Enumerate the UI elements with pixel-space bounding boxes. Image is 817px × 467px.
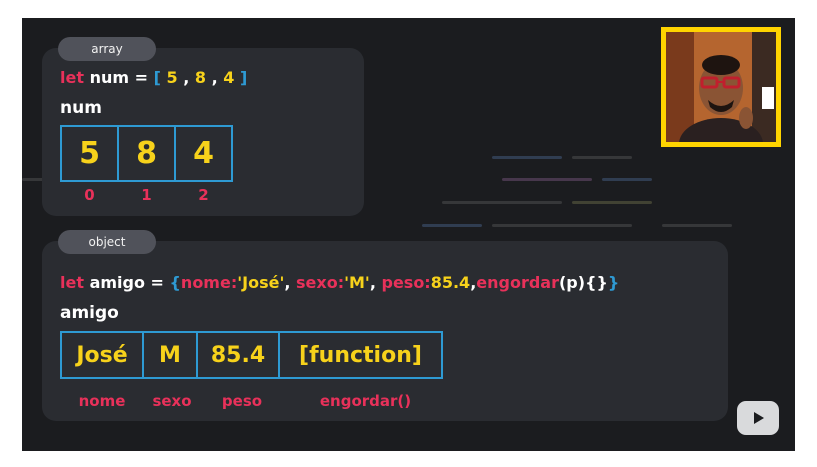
array-cells: 5 8 4 <box>60 125 233 182</box>
video-frame[interactable]: array let num = [ 5 , 8 , 4 ] num 5 8 4 … <box>22 18 795 451</box>
array-variable-label: num <box>60 98 102 118</box>
object-key: peso <box>221 392 263 410</box>
object-code-line: let amigo = {nome:'José', sexo:'M', peso… <box>60 273 620 292</box>
play-button[interactable] <box>737 401 779 435</box>
object-tag: object <box>58 230 156 254</box>
object-key: nome <box>78 392 126 410</box>
object-cells: José M 85.4 [function] <box>60 331 443 379</box>
object-cell: [function] <box>299 342 422 368</box>
array-panel <box>42 48 364 216</box>
object-variable-label: amigo <box>60 303 119 323</box>
array-index: 1 <box>141 186 152 204</box>
presenter-webcam <box>661 27 781 147</box>
object-cell: M <box>144 333 198 377</box>
array-cell: 5 <box>62 127 119 180</box>
caption-strip <box>22 455 795 467</box>
array-cell: 8 <box>119 127 176 180</box>
object-cell: José <box>62 333 144 377</box>
array-cell: 4 <box>193 136 214 171</box>
array-tag: array <box>58 37 156 61</box>
array-index: 2 <box>198 186 209 204</box>
array-code-line: let num = [ 5 , 8 , 4 ] <box>60 68 248 87</box>
play-icon <box>754 412 764 424</box>
object-key: sexo <box>152 392 192 410</box>
presenter-image <box>666 32 776 142</box>
array-index: 0 <box>84 186 95 204</box>
object-key: engordar() <box>319 392 412 410</box>
object-cell: 85.4 <box>198 333 280 377</box>
